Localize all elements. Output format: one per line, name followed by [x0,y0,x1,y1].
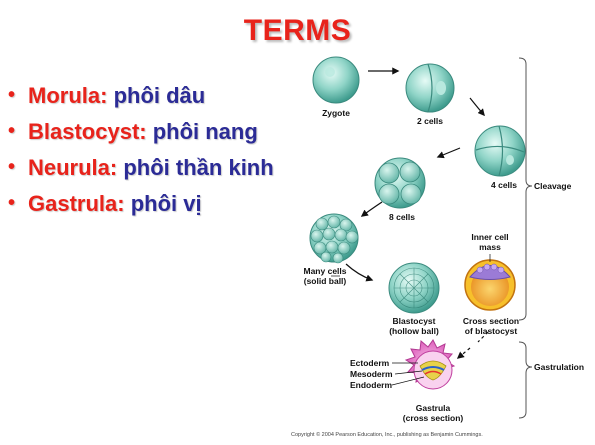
many-cells-line2: (solid ball) [303,276,347,286]
blastocyst-embryo [388,262,440,314]
two-cell-embryo [405,63,455,113]
gastrula-label: Gastrula (cross section) [398,403,468,423]
term-label: Gastrula: [28,191,125,216]
cross-section-label: Cross section of blastocyst [458,316,524,336]
cleavage-label: Cleavage [534,181,572,191]
terms-list: • Morula: phôi dâu • Blastocyst: phôi nang… [6,82,296,226]
bullet-icon: • [8,192,16,214]
list-item: • Blastocyst: phôi nang [6,118,296,145]
bullet-icon: • [8,156,16,178]
mesoderm-label: Mesoderm [350,369,393,379]
endoderm-label: Endoderm [350,380,393,390]
sequence-arrows [345,67,489,359]
blastocyst-label: Blastocyst (hollow ball) [384,316,444,336]
list-item: • Morula: phôi dâu [6,82,296,109]
list-item: • Neurula: phôi thần kinh [6,154,296,181]
zygote-cell [312,56,360,104]
gastrulation-bracket [518,341,533,419]
copyright-notice: Copyright © 2004 Pearson Education, Inc.… [291,432,483,438]
bullet-icon: • [8,84,16,106]
term-label: Morula: [28,83,108,108]
eight-cells-label: 8 cells [389,212,415,222]
term-label: Neurula: [28,155,118,180]
gastrulation-label: Gastrulation [534,362,585,372]
cleavage-bracket [518,57,533,321]
eight-cell-embryo [374,157,426,209]
gastrula-cross-section [404,339,456,390]
blastocyst-line1: Blastocyst [392,316,436,326]
many-cells-line1: Many cells [303,266,347,276]
slide-title: TERMS [243,14,352,47]
inner-cell-line2: mass [479,242,501,252]
blastocyst-cross-section [464,259,516,311]
term-definition: phôi vị [124,191,202,216]
blastocyst-line2: (hollow ball) [389,326,439,336]
gastrula-line2: (cross section) [402,413,464,423]
term-definition: phôi thần kinh [117,155,274,180]
four-cell-embryo [474,125,526,177]
term-definition: phôi dâu [107,83,206,108]
two-cells-label: 2 cells [417,116,443,126]
bullet-icon: • [8,120,16,142]
cross-section-line2: of blastocyst [464,326,518,336]
four-cells-label: 4 cells [491,180,517,190]
term-definition: phôi nang [146,119,258,144]
zygote-label: Zygote [322,108,350,118]
list-item: • Gastrula: phôi vị [6,190,296,217]
morula-embryo [309,213,359,264]
label-leader-lines [331,254,491,386]
inner-cell-mass-label: Inner cell mass [462,232,518,252]
term-label: Blastocyst: [28,119,147,144]
cross-section-line1: Cross section [462,316,520,326]
many-cells-label: Many cells (solid ball) [300,266,350,286]
gastrula-line1: Gastrula [415,403,451,413]
ectoderm-label: Ectoderm [350,358,390,368]
inner-cell-line1: Inner cell [471,232,509,242]
